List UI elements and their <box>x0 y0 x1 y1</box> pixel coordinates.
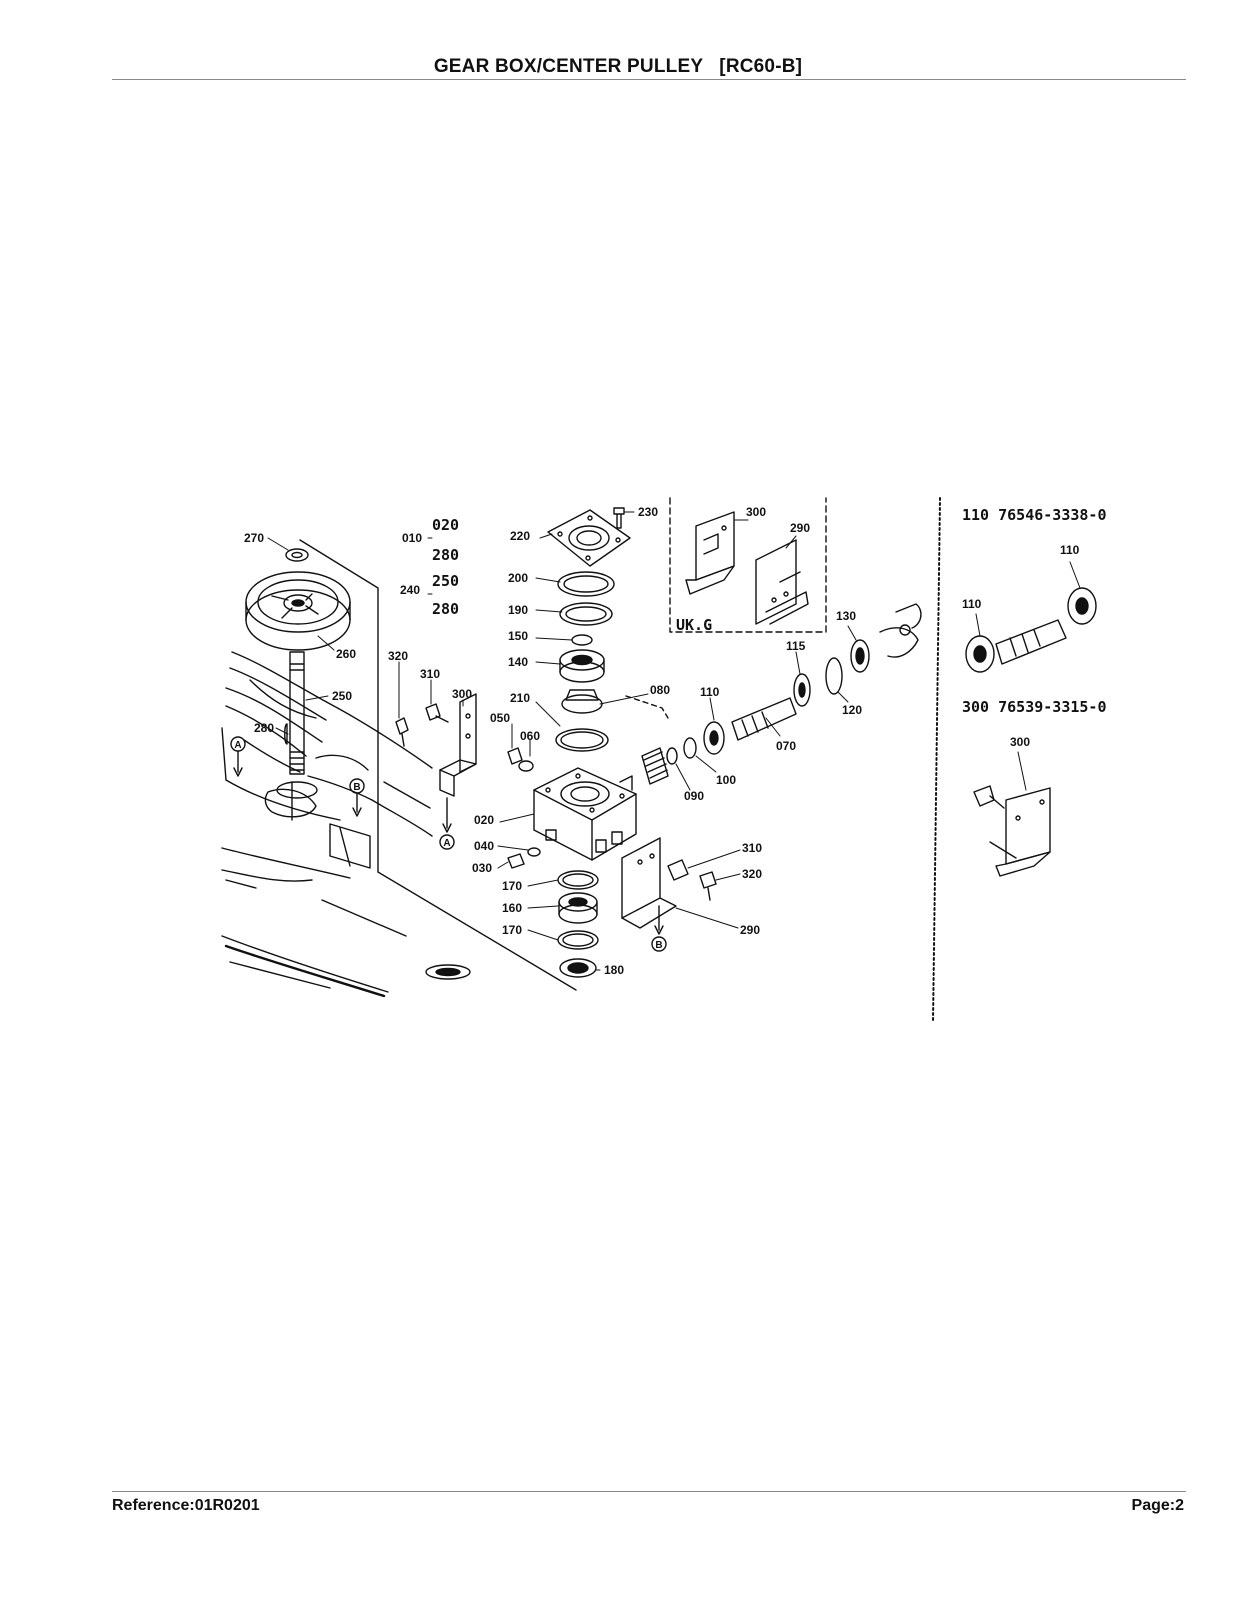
callout-280: 280 <box>254 721 274 735</box>
leader-lines <box>267 511 1081 971</box>
callout-160: 160 <box>502 901 522 915</box>
bracket-300-left <box>395 693 477 850</box>
callout-180: 180 <box>604 963 624 977</box>
marker-a-bracket: A <box>443 838 450 849</box>
callout-030: 030 <box>472 861 492 875</box>
callout-200: 200 <box>508 571 528 585</box>
callout-070: 070 <box>776 739 796 753</box>
callout-110-right-b: 110 <box>962 597 982 611</box>
callout-320-right: 320 <box>742 867 762 881</box>
uk-variant-label: UK.G <box>676 616 712 634</box>
callout-300-left: 300 <box>452 687 472 701</box>
callout-270: 270 <box>244 531 264 545</box>
callout-150: 150 <box>508 629 528 643</box>
page-number: Page:2 <box>1131 1497 1184 1514</box>
callout-290-box: 290 <box>790 521 810 535</box>
callout-060: 060 <box>520 729 540 743</box>
callout-170-lower: 170 <box>502 923 522 937</box>
callout-250-range: 250 <box>432 572 459 590</box>
callout-050: 050 <box>490 711 510 725</box>
callout-020-range: 020 <box>432 516 459 534</box>
callout-100: 100 <box>716 773 736 787</box>
callout-040: 040 <box>474 839 494 853</box>
gearbox-top-stack <box>547 507 631 752</box>
replacement-bracket-300 <box>973 785 1051 877</box>
part-ref-300: 300 76539-3315-0 <box>962 698 1107 716</box>
callout-290-lower: 290 <box>740 923 760 937</box>
callout-140: 140 <box>508 655 528 669</box>
callout-120: 120 <box>842 703 862 717</box>
callout-220: 220 <box>510 529 530 543</box>
callout-280-range-a: 280 <box>432 546 459 564</box>
gearbox-housing <box>507 767 637 869</box>
callout-170-upper: 170 <box>502 879 522 893</box>
bracket-290-lower <box>621 837 717 952</box>
callout-110-right-a: 110 <box>1060 543 1080 557</box>
center-pulley-assembly <box>245 548 351 821</box>
callout-110: 110 <box>700 685 720 699</box>
deck-markers <box>230 736 365 817</box>
mower-deck-frame <box>221 539 577 998</box>
callout-250: 250 <box>332 689 352 703</box>
marker-a-deck: A <box>234 740 241 751</box>
gearbox-side-parts <box>507 695 669 785</box>
callout-090: 090 <box>684 789 704 803</box>
callout-260: 260 <box>336 647 356 661</box>
gearbox-lower-stack <box>557 870 599 978</box>
callout-300-box: 300 <box>746 505 766 519</box>
callout-010: 010 <box>402 531 422 545</box>
callout-080: 080 <box>650 683 670 697</box>
header-rule <box>112 79 1186 80</box>
part-ref-110: 110 76546-3338-0 <box>962 506 1107 524</box>
replacement-shaft-110 <box>965 587 1097 673</box>
uk-variant-box <box>669 497 827 633</box>
marker-b-bracket: B <box>655 940 662 951</box>
input-shaft-assembly <box>666 603 922 765</box>
callout-300-right: 300 <box>1010 735 1030 749</box>
callout-310-left: 310 <box>420 667 440 681</box>
callout-115: 115 <box>786 639 806 653</box>
panel-separator <box>932 497 941 1023</box>
callout-230: 230 <box>638 505 658 519</box>
marker-b-deck: B <box>353 782 360 793</box>
callout-320-left: 320 <box>388 649 408 663</box>
reference-label: Reference:01R0201 <box>112 1497 260 1514</box>
callout-280-range-b: 280 <box>432 600 459 618</box>
footer-rule <box>112 1491 1186 1492</box>
callout-210: 210 <box>510 691 530 705</box>
part-callouts: 270 260 250 280 010 020 280 240 250 280 … <box>234 505 1106 977</box>
callout-240: 240 <box>400 583 420 597</box>
callout-130: 130 <box>836 609 856 623</box>
callout-020: 020 <box>474 813 494 827</box>
callout-190: 190 <box>508 603 528 617</box>
callout-310-right: 310 <box>742 841 762 855</box>
page-title: GEAR BOX/CENTER PULLEY [RC60-B] <box>433 56 803 77</box>
